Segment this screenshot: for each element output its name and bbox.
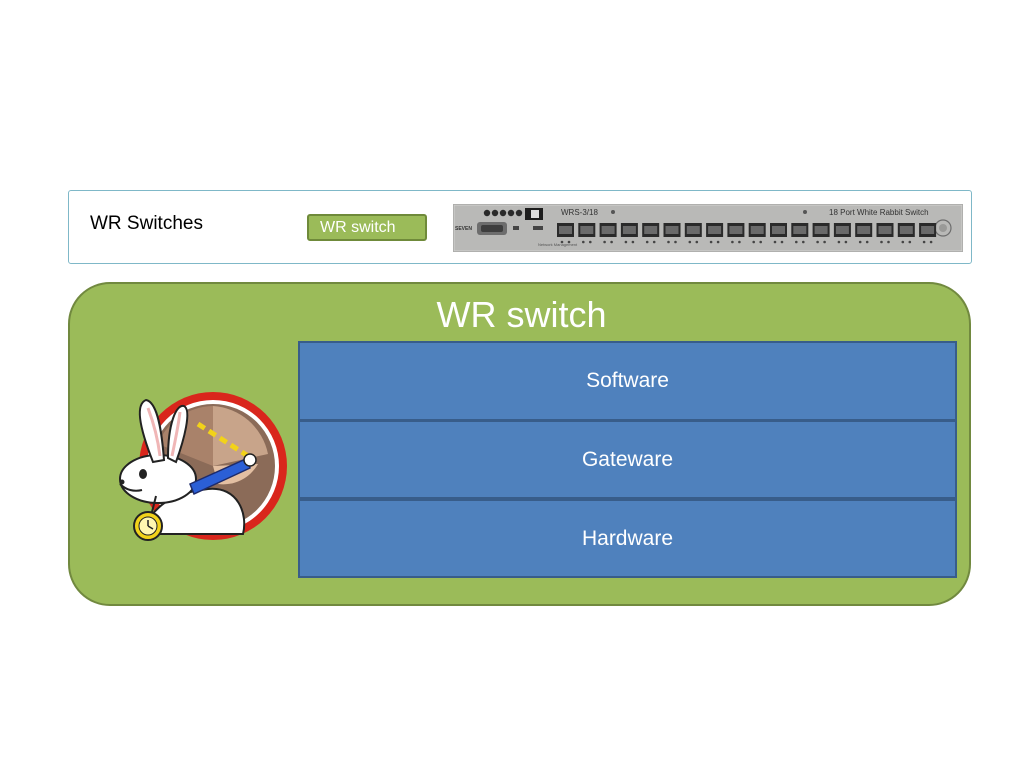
wr-switch-tag[interactable]: WR switch — [307, 214, 427, 241]
sfp-port — [919, 223, 937, 244]
sfp-port — [833, 223, 851, 244]
model-text: WRS-3/18 — [561, 208, 598, 217]
sfp-port — [791, 223, 809, 244]
gateware-label: Gateware — [581, 448, 674, 471]
svg-text:Network Management: Network Management — [538, 242, 578, 247]
sfp-port — [578, 223, 596, 244]
panel-title: WR Switches — [90, 213, 203, 234]
software-layer[interactable]: Software — [298, 341, 957, 421]
sfp-port — [855, 223, 873, 244]
sfp-port — [706, 223, 724, 244]
sfp-port — [620, 223, 638, 244]
brand-text: SEVEN — [455, 226, 472, 232]
software-label: Software — [586, 369, 669, 392]
sfp-port — [812, 223, 830, 244]
block-title: WR switch — [436, 294, 607, 335]
sfp-port — [642, 223, 660, 244]
switch-front-panel-image: SEVEN WRS-3/18 18 Port White Rabbit Swit… — [453, 204, 963, 252]
sfp-port — [684, 223, 702, 244]
sfp-port — [663, 223, 681, 244]
hardware-layer[interactable]: Hardware — [298, 499, 957, 578]
sfp-ports — [557, 223, 937, 244]
wr-switches-panel: WR Switches WR switch SEVEN WRS-3/18 — [68, 190, 972, 264]
sfp-port — [897, 223, 915, 244]
sfp-port — [748, 223, 766, 244]
sfp-port — [727, 223, 745, 244]
sfp-port — [599, 223, 617, 244]
sfp-port — [770, 223, 787, 244]
sfp-port — [557, 223, 574, 244]
sfp-port — [876, 223, 894, 244]
hardware-label: Hardware — [581, 527, 674, 550]
description-text: 18 Port White Rabbit Switch — [829, 208, 929, 217]
led-cluster — [483, 208, 543, 220]
white-rabbit-logo — [119, 392, 287, 541]
gateware-layer[interactable]: Gateware — [298, 420, 957, 499]
wr-switch-block: WR switch — [68, 282, 971, 606]
